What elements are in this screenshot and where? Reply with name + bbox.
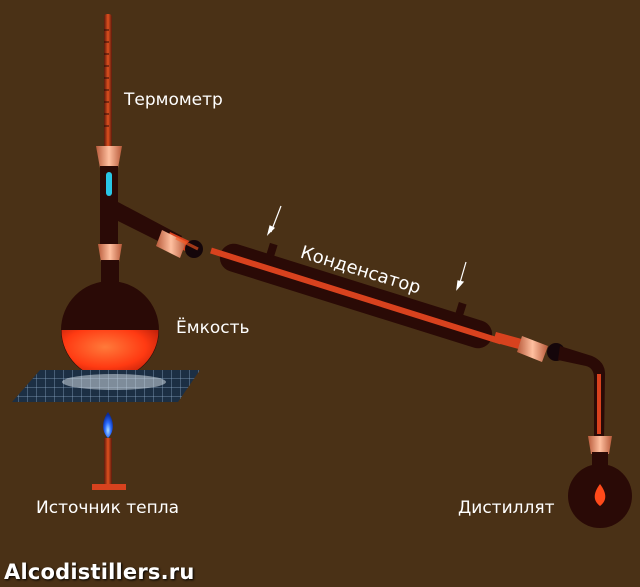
label-heat-source: Источник тепла: [36, 498, 180, 518]
flask-stopper: [98, 244, 122, 262]
label-distillate: Дистиллят: [458, 498, 555, 518]
thermometer: [104, 14, 112, 154]
burner: [92, 412, 126, 490]
coolant-arrows: [266, 205, 467, 291]
condenser: [210, 242, 502, 349]
watermark: Alcodistillers.ru: [4, 560, 195, 584]
label-thermometer: Термометр: [124, 90, 223, 110]
vapor-path: [175, 236, 199, 251]
connector-tube-upper: [156, 230, 203, 258]
boiling-flask: [61, 260, 159, 379]
receiver-flask: [568, 436, 632, 528]
adapter-tube: [493, 332, 606, 440]
thermometer-stopper: [96, 146, 122, 168]
label-flask: Ёмкость: [176, 318, 250, 338]
gauze-hot-spot: [62, 374, 166, 390]
